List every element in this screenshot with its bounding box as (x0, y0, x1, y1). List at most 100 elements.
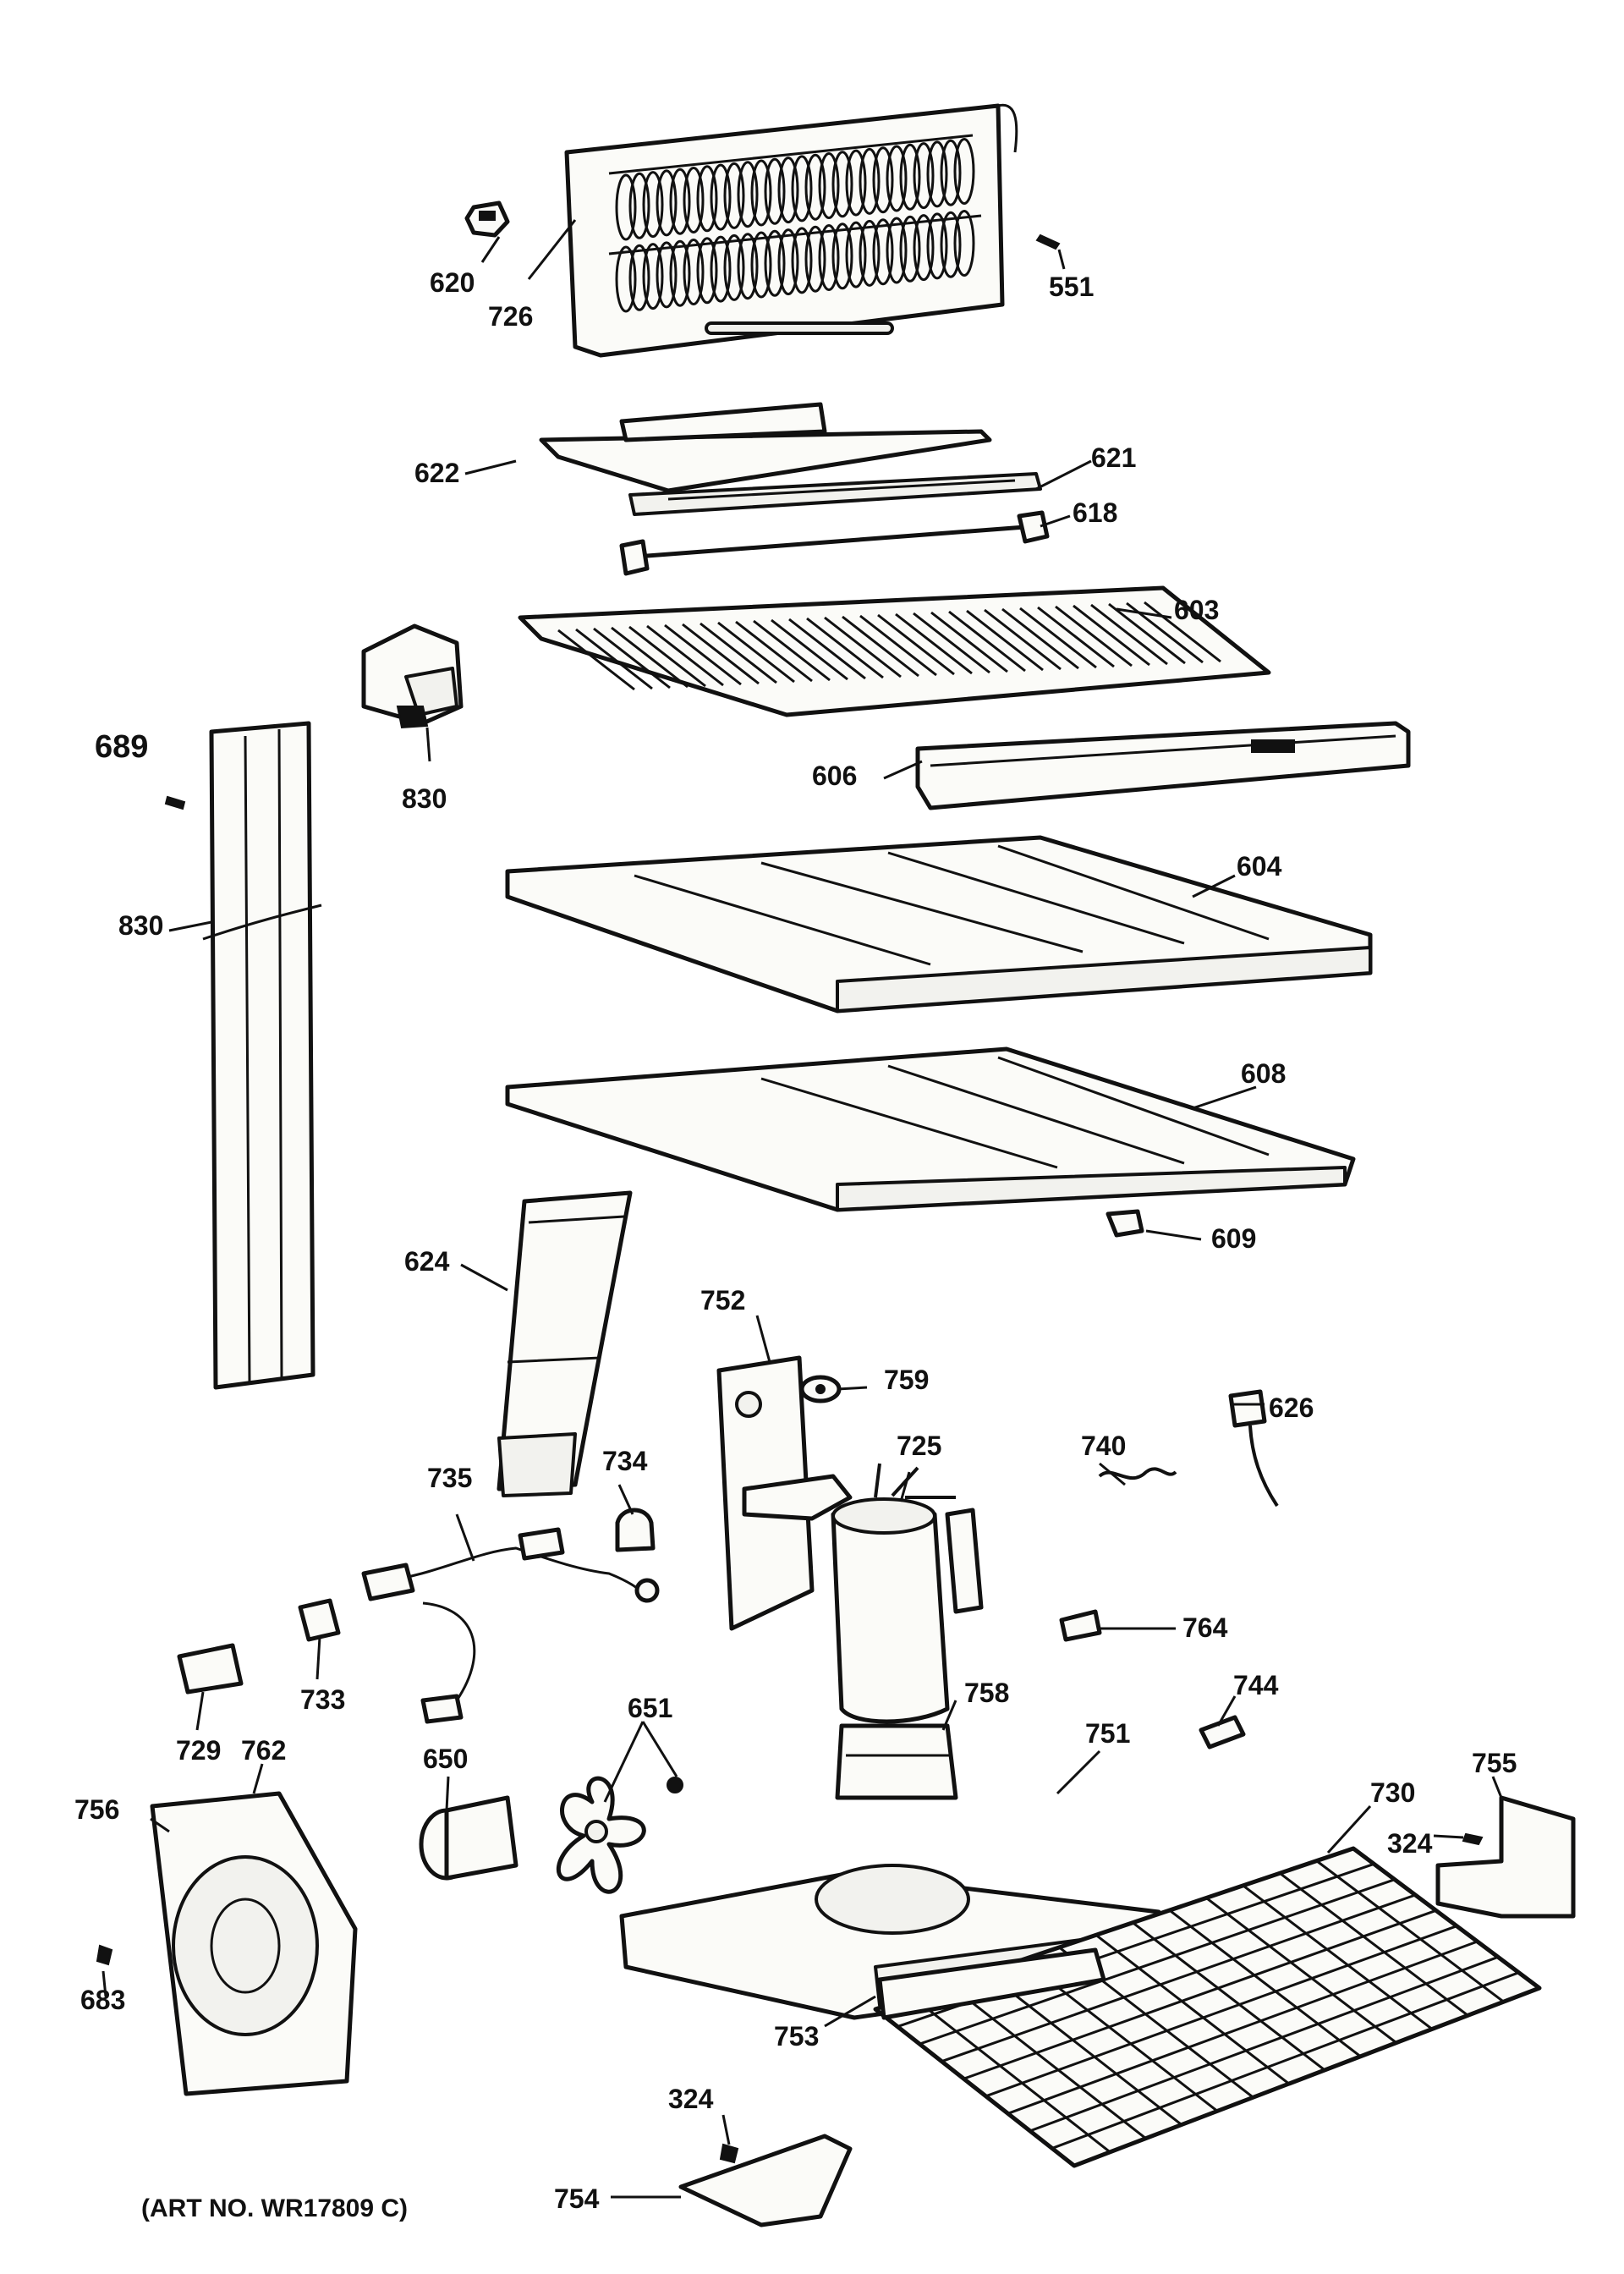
shelf-rib (788, 618, 866, 680)
shelf-rib (611, 626, 689, 689)
shelf-rib (646, 624, 724, 687)
shelf-rib (895, 612, 973, 675)
label-733: 733 (300, 1684, 345, 1715)
label-830-top: 830 (402, 783, 447, 814)
label-735: 735 (427, 1463, 472, 1493)
shelf-rib (1073, 604, 1150, 667)
coil-loop (818, 224, 840, 291)
label-622: 622 (414, 458, 459, 488)
condenser-tube (1242, 1884, 1433, 2030)
coil-loop (723, 162, 745, 229)
condenser-tube (1315, 1859, 1505, 2003)
condenser-wire (1051, 1971, 1520, 2150)
condenser-wire (941, 1893, 1416, 2063)
label-730: 730 (1370, 1777, 1415, 1808)
condenser-tube (1205, 1897, 1397, 2044)
condenser-tube (1132, 1921, 1326, 2072)
coil-loop (804, 153, 826, 221)
condenser-tube (1095, 1934, 1290, 2085)
shelf-rib (1019, 607, 1097, 669)
pan-608 (505, 1046, 1356, 1212)
coil-loop (831, 151, 853, 218)
coil-loop (791, 227, 813, 294)
coil-loop (872, 218, 894, 286)
bracket-752 (716, 1355, 853, 1631)
shelf-rib (593, 627, 671, 689)
coil-loop (831, 222, 853, 290)
clip-609 (1106, 1209, 1144, 1238)
part-830-top (361, 623, 464, 729)
bracket-755 (1435, 1795, 1576, 1919)
shelf-rib (735, 620, 813, 683)
leader-lines (102, 219, 1503, 2199)
heater-621 (628, 472, 1042, 516)
condenser-wire (1073, 1986, 1540, 2167)
condenser-wire (985, 1925, 1457, 2098)
shelf-rib (1090, 603, 1168, 666)
coil-loop (764, 157, 786, 225)
coil-loop (886, 145, 908, 212)
coil-loop (656, 169, 678, 237)
label-759: 759 (884, 1365, 929, 1395)
condenser-wire (1007, 1940, 1479, 2115)
condenser-tube (911, 1996, 1111, 2154)
condenser-tube (985, 1970, 1182, 2126)
duct-624 (497, 1190, 633, 1497)
cover-754 (678, 2134, 853, 2227)
grommet-759 (799, 1375, 842, 1403)
shelf-rib (717, 621, 795, 684)
part-620 (464, 200, 510, 238)
coil-loop (750, 159, 772, 227)
label-608: 608 (1241, 1058, 1286, 1089)
shelf-rib (628, 625, 706, 688)
switch-626 (1228, 1389, 1279, 1508)
screw-324b (719, 2143, 739, 2164)
coil-loop (913, 214, 935, 282)
label-725: 725 (897, 1431, 941, 1461)
bracket-744 (1199, 1715, 1246, 1749)
coil-loop (669, 239, 691, 307)
shelf-rib (948, 610, 1026, 673)
shelf-rib (984, 608, 1062, 671)
coil-loop (696, 165, 718, 233)
label-626: 626 (1269, 1392, 1314, 1423)
coil-loop (886, 217, 908, 284)
label-755: 755 (1472, 1748, 1517, 1778)
label-751: 751 (1085, 1718, 1130, 1749)
shelf-rib (842, 615, 919, 678)
coil-loop (940, 139, 962, 206)
label-604: 604 (1237, 851, 1282, 882)
clip-764 (1059, 1609, 1102, 1642)
label-729: 729 (176, 1735, 221, 1766)
capacitor-729 (177, 1643, 244, 1695)
fanblade-651 (556, 1776, 683, 1894)
coil-loop (845, 221, 867, 288)
coil-loop (764, 229, 786, 297)
condenser-tube (1352, 1847, 1540, 1990)
shelf-rib (664, 623, 742, 686)
screw-683 (96, 1944, 113, 1966)
art-number: (ART NO. WR17809 C) (141, 2194, 408, 2222)
condenser-tube (1168, 1909, 1362, 2057)
coil-loop (628, 244, 650, 311)
shelf-rib (557, 629, 635, 691)
label-683: 683 (80, 1985, 125, 2015)
shelf-rib (1037, 606, 1115, 668)
shelf-rib (771, 618, 848, 681)
coil-loop (737, 161, 759, 228)
label-618: 618 (1073, 497, 1117, 528)
label-324-a: 324 (1387, 1828, 1433, 1859)
coil-loop (926, 212, 948, 280)
label-752: 752 (700, 1285, 745, 1316)
label-754: 754 (554, 2183, 600, 2214)
label-753: 753 (774, 2021, 819, 2052)
label-764: 764 (1182, 1612, 1228, 1643)
coil-loop (615, 173, 637, 241)
label-324-b: 324 (668, 2084, 714, 2114)
shroud-762 (150, 1791, 358, 2096)
label-744: 744 (1233, 1670, 1279, 1700)
coil-loop (953, 210, 975, 277)
coil-loop (656, 241, 678, 309)
label-551: 551 (1049, 272, 1094, 302)
rail-753 (877, 1947, 1106, 2020)
